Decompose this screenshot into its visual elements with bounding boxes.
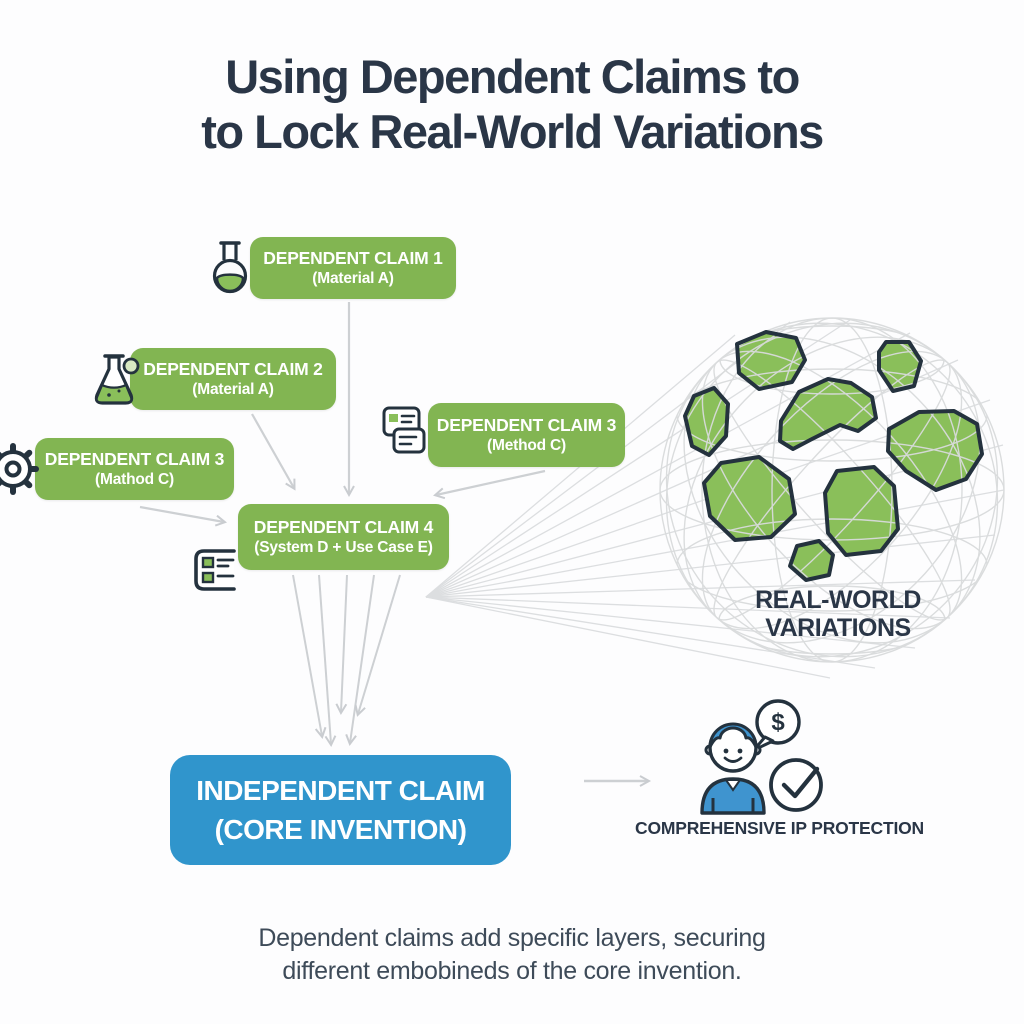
variation-blob-outlines xyxy=(683,330,984,582)
claim-arrows xyxy=(139,302,546,527)
claim-label: DEPENDENT CLAIM 1 xyxy=(263,247,443,268)
round-flask-icon xyxy=(212,241,248,294)
title-line2: to Lock Real-World Variations xyxy=(201,104,824,158)
dollar-bubble-icon: $ xyxy=(752,699,801,752)
claim-label: DEPENDENT CLAIM 3 xyxy=(436,414,617,435)
page-title: Using Dependent Claims to to Lock Real-W… xyxy=(0,50,1024,159)
gear-icon xyxy=(0,443,39,495)
globe-wireframe xyxy=(659,317,1005,663)
globe xyxy=(659,317,1005,663)
globe-label-line1: REAL-WORLD xyxy=(755,586,921,614)
independent-claim-line1: INDEPENDENT CLAIM xyxy=(196,774,485,806)
caption-line2: different embobineds of the core inventi… xyxy=(282,957,742,985)
claim-label: DEPENDENT CLAIM 3 xyxy=(44,448,225,469)
claim-label: DEPENDENT CLAIM 2 xyxy=(143,358,323,379)
independent-claim-box: INDEPENDENT CLAIM (CORE INVENTION) xyxy=(170,755,511,865)
dependent-claim-2-box: DEPENDENT CLAIM 2 (Material A) xyxy=(130,348,336,410)
claim-sublabel: (Material A) xyxy=(192,380,274,398)
caption-line1: Dependent claims add specific layers, se… xyxy=(258,924,766,952)
erlenmeyer-flask-icon xyxy=(94,354,140,405)
list-icon xyxy=(194,549,236,591)
comprehensive-ip-protection-label: COMPREHENSIVE IP PROTECTION xyxy=(635,818,924,838)
person-icon xyxy=(700,722,766,815)
converging-arrows xyxy=(292,574,401,748)
claim-sublabel: (Material A) xyxy=(312,269,394,287)
dependent-claim-3-left-box: DEPENDENT CLAIM 3 (Mathod C) xyxy=(35,438,234,500)
globe-label-line2: VARIATIONS xyxy=(765,614,911,642)
real-world-variations-label: REAL-WORLD VARIATIONS xyxy=(718,586,958,642)
claim-sublabel: (System D + Use Case E) xyxy=(254,538,433,556)
cards-icon xyxy=(382,406,426,454)
dependent-claim-3-right-box: DEPENDENT CLAIM 3 (Method C) xyxy=(428,403,625,467)
checkmark-icon xyxy=(769,758,823,812)
claim-sublabel: (Method C) xyxy=(487,436,566,454)
ip-protection-icon: $ xyxy=(700,699,823,815)
dependent-claim-1-box: DEPENDENT CLAIM 1 (Material A) xyxy=(250,237,456,299)
title-line1: Using Dependent Claims to xyxy=(225,50,800,103)
claim-label: DEPENDENT CLAIM 4 xyxy=(253,516,434,537)
dependent-claim-4-box: DEPENDENT CLAIM 4 (System D + Use Case E… xyxy=(238,504,449,570)
caption: Dependent claims add specific layers, se… xyxy=(0,922,1024,988)
svg-text:$: $ xyxy=(771,709,785,736)
independent-claim-line2: (CORE INVENTION) xyxy=(214,814,467,845)
claim-sublabel: (Mathod C) xyxy=(95,470,174,488)
